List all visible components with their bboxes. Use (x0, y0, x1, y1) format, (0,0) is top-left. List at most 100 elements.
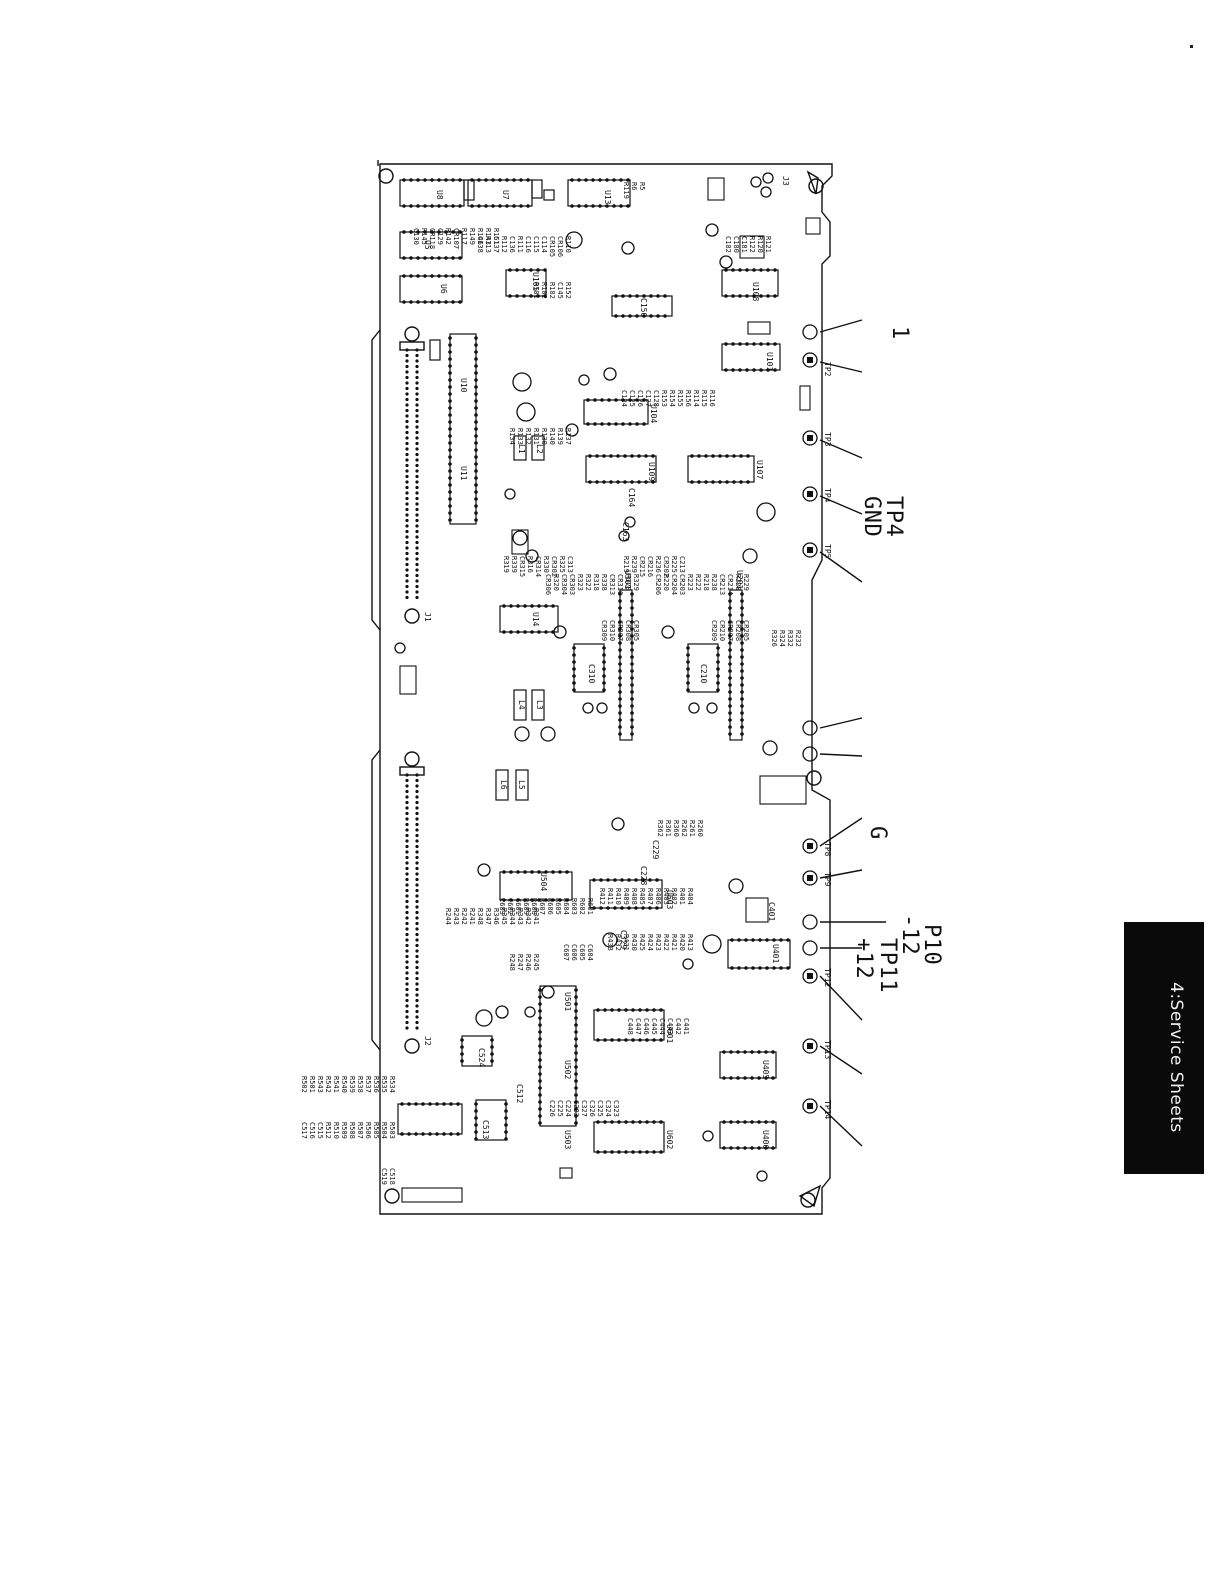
u603-pin (599, 878, 603, 882)
u401-body (727, 939, 791, 969)
u6-pin (458, 300, 462, 304)
j1-pin (405, 375, 409, 380)
component-circle (621, 241, 635, 255)
u107-pin (697, 480, 701, 484)
u109-pin (623, 454, 627, 458)
u603-pin (655, 878, 659, 882)
ref-designator: CR303 (568, 574, 576, 596)
test-point-pad (807, 1043, 813, 1049)
u108-pin (745, 294, 749, 298)
l2-label: L2 (535, 444, 544, 454)
u301-pin (618, 690, 622, 694)
j1-pin (405, 419, 409, 424)
j1-pin (415, 557, 419, 561)
ref-designator: R409 (622, 888, 630, 905)
ref-designator: R543 (316, 1076, 324, 1093)
u8-label: U8 (435, 190, 444, 200)
u301-pin (618, 655, 622, 659)
c228-label: C228 (639, 866, 648, 886)
u109-pin (616, 480, 620, 484)
j2-pin (415, 833, 419, 838)
u201-pin (740, 718, 744, 722)
u101-pin (731, 368, 735, 372)
test-point-ring (802, 542, 818, 558)
j2-pin (415, 1020, 419, 1025)
u602-pin (659, 1150, 663, 1154)
u108-pin (724, 268, 728, 272)
u504-pin (530, 898, 534, 902)
ref-designator: CR210 (718, 620, 726, 642)
u13-pin (598, 178, 602, 182)
j1-pin (405, 425, 409, 429)
ref-designator: CR310 (608, 620, 616, 642)
u504-body (499, 871, 573, 901)
u8-pin (423, 204, 427, 208)
misc-part (511, 529, 529, 555)
ref-designator: C136 (508, 236, 516, 253)
ref-designator: R342 (524, 908, 532, 925)
ref-designator: C116 (524, 236, 532, 253)
j1-pin (415, 562, 419, 567)
ref-designator: R505 (372, 1122, 380, 1139)
u602-pin (652, 1150, 656, 1154)
u301-pin (618, 711, 622, 715)
u301-pin (618, 704, 622, 708)
component-circle (514, 726, 530, 742)
j1-pin (405, 348, 409, 352)
j2-pin (415, 861, 419, 865)
component-circle (661, 625, 675, 639)
u108-pin (752, 268, 756, 272)
u301-pin (618, 648, 622, 652)
u14-pin (523, 604, 527, 608)
u8-pin (451, 178, 455, 182)
u201-pin (728, 711, 732, 715)
callout-tp11: TP11 (875, 938, 900, 993)
u5-pin (409, 256, 413, 260)
u10-u11-pin (474, 504, 478, 508)
u301-pin (630, 669, 634, 673)
j1-pin (405, 469, 409, 473)
u301-pin (630, 711, 634, 715)
j2-pin (405, 795, 409, 799)
u10-u11-pin (474, 469, 478, 473)
ref-designator: R535 (380, 1076, 388, 1093)
ref-designator: C127 (644, 390, 652, 407)
ref-designator: R155 (676, 390, 684, 407)
j1-pin (415, 414, 419, 418)
component-circle (582, 702, 594, 714)
ref-designator: C604 (586, 944, 594, 961)
u10-u11-pin (474, 357, 478, 361)
j1-pin (405, 359, 409, 363)
j1-pin (405, 540, 409, 545)
j2-pin (415, 888, 419, 893)
ref-designator: CR213 (718, 574, 726, 596)
u509-pin (442, 1102, 446, 1106)
u101-pin (731, 342, 735, 346)
ref-designator: R111 (516, 236, 524, 253)
u104-pin (600, 422, 604, 426)
j1-pin (415, 584, 419, 589)
u10-u11-pin (474, 413, 478, 417)
c150-box-pin (663, 314, 667, 318)
u7-pin (491, 204, 495, 208)
ref-designator: R541 (332, 1076, 340, 1093)
l3-label: L3 (535, 700, 544, 710)
ref-designator: C313 (566, 556, 574, 573)
u301-pin (618, 599, 622, 603)
c210-box-pin (686, 646, 690, 650)
component-circle (525, 549, 539, 563)
test-point-ring (802, 1038, 818, 1054)
ref-designator: R316 (526, 556, 534, 573)
c150-box-pin (656, 314, 660, 318)
test-point-pad (807, 1103, 813, 1109)
u109-pin (637, 480, 641, 484)
u501-503-pin (574, 1079, 578, 1083)
u201-pin (740, 725, 744, 729)
ref-designator: R328 (624, 574, 632, 591)
u6-pin (409, 274, 413, 278)
inductor (543, 189, 555, 201)
c150-box-body (611, 295, 673, 317)
u602-pin (659, 1120, 663, 1124)
u8-pin (409, 204, 413, 208)
u501-503-pin (538, 1065, 542, 1069)
